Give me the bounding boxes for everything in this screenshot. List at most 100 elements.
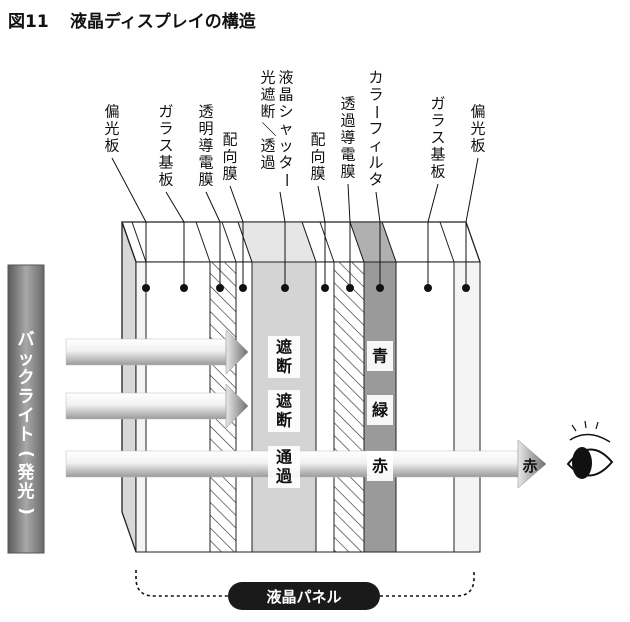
color-filter-top [349,221,397,263]
leader-line-alignment-front [317,185,326,288]
layer-label-char: 基 [430,146,445,164]
shutter-state-label: 遮 [276,392,292,411]
blocked-arrow-2 [65,383,249,429]
layer-label-char: ャ [278,120,293,138]
backlight-label-char: バ [18,330,35,350]
shutter-state-box [268,390,300,432]
layer-label-char: 向 [310,148,325,166]
layer-label-char: 明 [198,120,213,138]
shutter-state-label: 遮 [276,338,292,357]
layer-label-char: タ [278,154,293,172]
filter-color-labels: 青緑赤 [367,341,393,481]
layer-transparent-electrode-front [333,261,365,553]
leader-dot-alignment-back [239,284,247,292]
leader-line-transparent-electrode-back [205,191,221,288]
leader-dot-glass-back [180,284,188,292]
layer-label-char: ガ [158,103,173,121]
shutter-state-label: 断 [276,411,292,430]
layer-label-char: 電 [340,146,355,164]
layer-label-char: 光 [104,120,119,138]
figure-title: 図11 液晶ディスプレイの構造 [8,11,257,32]
layer-label-char: ー [278,172,296,187]
shutter-state-label: 断 [276,357,292,376]
filter-color-box [367,341,393,371]
backlight-label-char: ッ [18,349,35,369]
shutter-state-box [268,446,300,488]
filter-color-box [367,451,393,481]
layer-label-char: 板 [158,171,173,189]
leader-line-glass-front [427,183,439,288]
lcd-panel [121,221,481,553]
leader-dot-alignment-front [321,284,329,292]
filter-color-label: 青 [372,347,388,366]
layer-label-char: 液 [278,69,293,87]
leader-line-color-filter [375,191,381,288]
layer-label-char: ラ [158,120,173,138]
layer-label-char: 膜 [310,165,325,183]
backlight-label-char: イ [18,406,35,426]
backlight-bar [7,264,45,554]
layer-label-char: ス [158,137,173,155]
leader-line-alignment-back [229,185,244,288]
layer-alignment-front [315,261,335,553]
layer-label-char: ラ [430,112,445,130]
layer-label-char: ガ [430,95,445,113]
layer-label-char: 基 [158,154,173,172]
layer-label-char: 過 [340,112,355,130]
layer-label-char: フ [368,120,383,138]
layer-label-char: 過 [260,154,275,172]
leader-dot-lc-shutter [281,284,289,292]
layer-label-char: 偏 [470,103,485,121]
layer-label-char: 光 [470,120,485,138]
layer-label-char: シ [278,103,293,121]
leader-dot-polarizer-front [462,284,470,292]
blocked-arrow-1 [65,329,249,375]
filter-color-box [367,395,393,425]
layer-label-char: 光 [260,69,275,87]
layer-label-char: ッ [278,137,293,155]
layer-label-char: 板 [470,137,485,155]
backlight-label-char: ( [16,450,36,458]
layer-label-char: 板 [430,163,445,181]
eye-icon [566,420,614,479]
layer-label-char: タ [368,171,383,189]
filter-color-label: 赤 [372,457,388,476]
figure-title-text: 液晶ディスプレイの構造 [70,11,257,32]
layer-label-char: ィ [368,137,383,155]
lc-shutter-top [237,221,317,263]
shutter-state-label: 通 [276,448,292,467]
layer-label-char: ー [368,104,386,119]
layer-glass-front [395,261,455,553]
layer-label-char: 導 [198,137,213,155]
layer-label-char: 晶 [278,86,293,104]
layer-label-char: ／ [260,121,278,136]
layer-polarizer-front [453,261,481,553]
leader-line-polarizer-back [111,157,147,288]
layer-label-char: 電 [198,154,213,172]
backlight-label-char: ト [18,425,35,445]
layer-labels: 偏光板ガラス基板透明導電膜配向膜液晶シャッター光遮断／透過配向膜透過導電膜カラー… [104,69,485,189]
leader-dot-transparent-electrode-back [216,284,224,292]
leader-dot-transparent-electrode-front [346,284,354,292]
leader-dot-glass-front [424,284,432,292]
layer-label-char: 配 [310,131,325,149]
layer-label-char: 透 [340,95,355,113]
layer-label-char: ス [430,129,445,147]
figure-number: 図11 [8,12,49,32]
layer-label-char: ラ [368,86,383,104]
backlight-label-char: ク [18,368,35,388]
layer-label-char: カ [368,69,383,87]
layer-leader-lines [111,157,479,292]
leader-dot-polarizer-back [142,284,150,292]
leader-line-glass-back [165,191,185,288]
layer-label-char: 断 [260,103,275,121]
output-color-label: 赤 [522,457,537,475]
layer-label-char: 向 [222,148,237,166]
layer-label-char: 板 [104,137,119,155]
backlight-label-char: 光 [17,481,35,502]
leader-dot-color-filter [376,284,384,292]
